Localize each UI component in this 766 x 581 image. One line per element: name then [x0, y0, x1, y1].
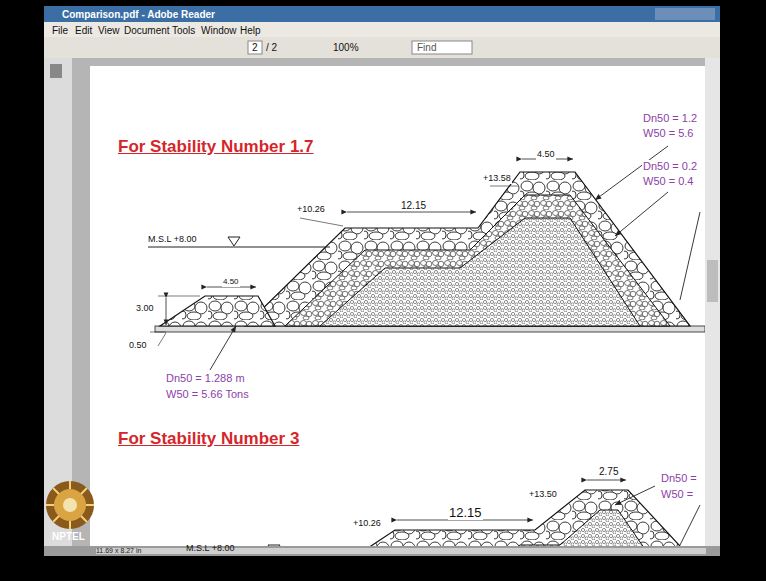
menu-item: Edit: [75, 25, 92, 36]
logo-text: NPTEL: [52, 531, 85, 542]
stone-weight: W50 = 5.66 Tons: [165, 388, 250, 400]
menu-item: Window: [201, 25, 237, 36]
water-level: M.S.L +8.00: [186, 544, 234, 554]
zoom-level: 100%: [333, 42, 359, 53]
find-box: Find: [417, 42, 436, 53]
dimension: 0.50: [128, 341, 148, 351]
menu-item: Document: [124, 25, 170, 36]
stone-size: Dn50 =: [660, 472, 698, 484]
stone-size: Dn50 = 1.288 m: [165, 372, 246, 384]
stone-size: Dn50 = 0.2: [642, 160, 698, 172]
menu-item: Help: [240, 25, 261, 36]
level-mark: +13.50: [528, 490, 558, 500]
level-mark: +10.26: [352, 519, 382, 529]
dimension: 12.15: [448, 506, 483, 520]
window-title: Comparison.pdf - Adobe Reader: [62, 9, 215, 20]
page-count: / 2: [266, 42, 277, 53]
level-mark: +13.58: [482, 174, 512, 184]
stone-weight: W50 = 0.4: [642, 175, 694, 187]
menu-item: View: [98, 25, 120, 36]
level-mark: +10.26: [296, 205, 326, 215]
section-heading: For Stability Number 3: [118, 430, 299, 449]
section-heading: For Stability Number 1.7: [118, 138, 314, 157]
menu-item: File: [52, 25, 68, 36]
page-size: 11.69 x 8.27 in: [96, 547, 141, 555]
dimension: 4.50: [222, 278, 240, 287]
dimension: 2.75: [598, 466, 619, 477]
water-level: M.S.L +8.00: [148, 235, 196, 245]
dimension: 4.50: [536, 150, 556, 160]
menu-item: Tools: [172, 25, 195, 36]
dimension: 12.15: [400, 200, 427, 211]
dimension: 3.00: [135, 304, 155, 314]
nptel-logo: [46, 481, 94, 529]
page-number: 2: [252, 42, 258, 53]
stone-weight: W50 =: [660, 488, 694, 500]
stone-weight: W50 = 5.6: [642, 127, 694, 139]
stone-size: Dn50 = 1.2: [642, 112, 698, 124]
